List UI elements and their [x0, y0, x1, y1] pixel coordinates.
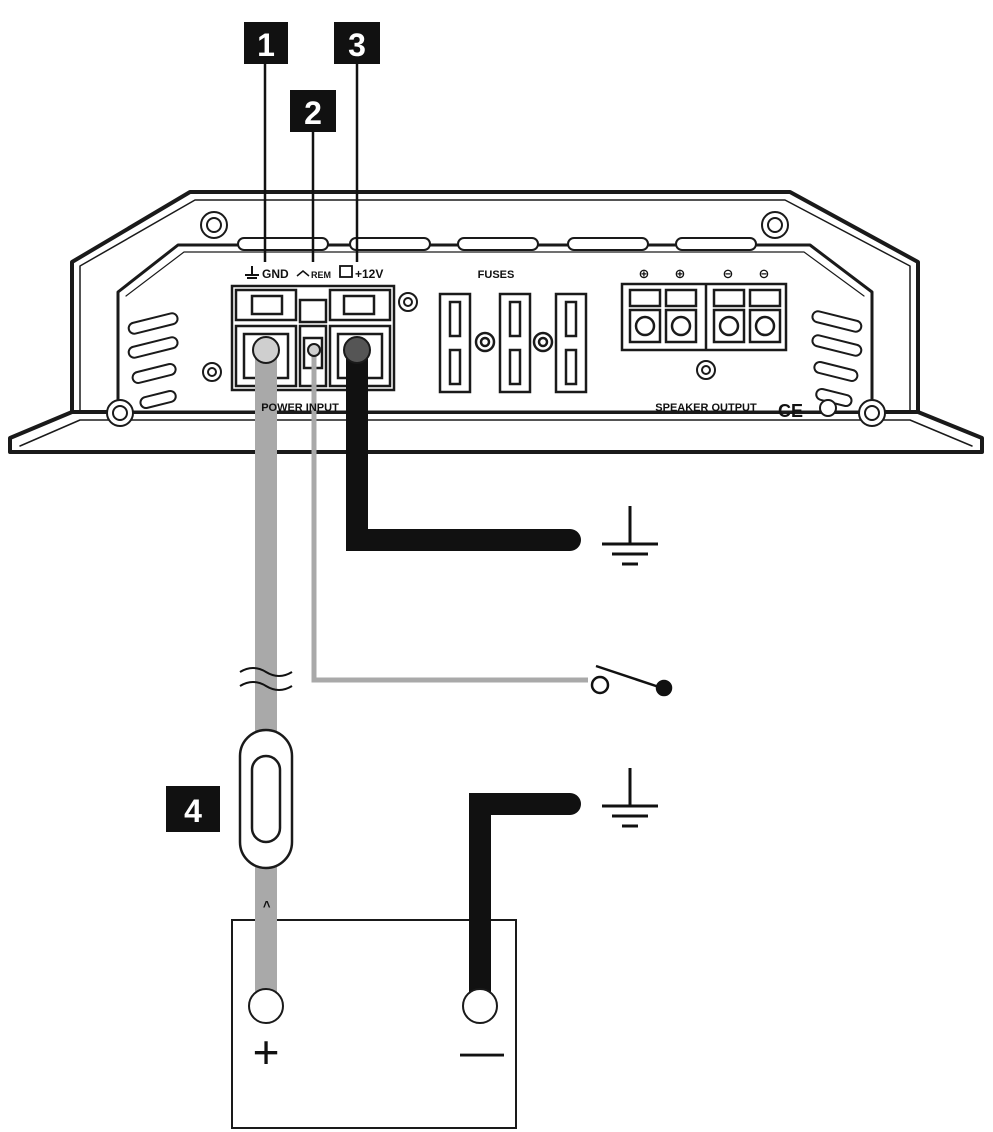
speaker-terminal-3-label: ⊖ [723, 266, 734, 281]
gnd-symbol-small [245, 266, 259, 279]
battery-icon [339, 265, 353, 278]
callout-badge-2: 2 [290, 90, 336, 132]
callout-badge-1: 1 [244, 22, 288, 64]
mounting-screws [106, 211, 886, 427]
remote-switch [590, 664, 673, 697]
speaker-terminal-2-label: ⊕ [675, 266, 686, 281]
battery-terminals [248, 988, 498, 1024]
callout-leader-lines [263, 60, 359, 262]
fuse-array [438, 292, 588, 394]
rem-arrow-icon [296, 270, 310, 277]
ground-cable [346, 339, 581, 551]
v12-label: +12V [355, 267, 383, 281]
ce-mark: CE [778, 401, 803, 421]
callout-badge-4: 4 [166, 786, 220, 832]
remote-wire [311, 350, 588, 683]
battery-plus-label: + [253, 1026, 280, 1078]
speaker-terminal-4-label: ⊖ [759, 266, 770, 281]
speaker-output-label: SPEAKER OUTPUT [655, 402, 757, 414]
battery-negative-cable [469, 793, 581, 1023]
battery-box [231, 919, 517, 1129]
fuses-label: FUSES [478, 269, 515, 281]
ground-symbol-2 [602, 768, 658, 828]
battery-minus-label: — [460, 1027, 504, 1076]
inline-fuse-holder [238, 728, 294, 870]
callout-badge-3: 3 [334, 22, 380, 64]
cable-connectors [252, 336, 371, 364]
power-input-label: POWER INPUT [261, 402, 339, 414]
callout-3-number: 3 [348, 27, 366, 63]
ground-symbol-1 [602, 506, 658, 566]
speaker-terminal-1-label: ⊕ [639, 266, 650, 281]
gnd-label: GND [262, 267, 289, 281]
callout-1-number: 1 [257, 27, 275, 63]
cable-break-marks [239, 667, 293, 691]
amplifier-body [8, 190, 984, 454]
rem-label: REM [311, 270, 331, 280]
callout-2-number: 2 [304, 95, 322, 131]
speaker-output-block [620, 282, 788, 352]
callout-4-number: 4 [184, 793, 202, 829]
